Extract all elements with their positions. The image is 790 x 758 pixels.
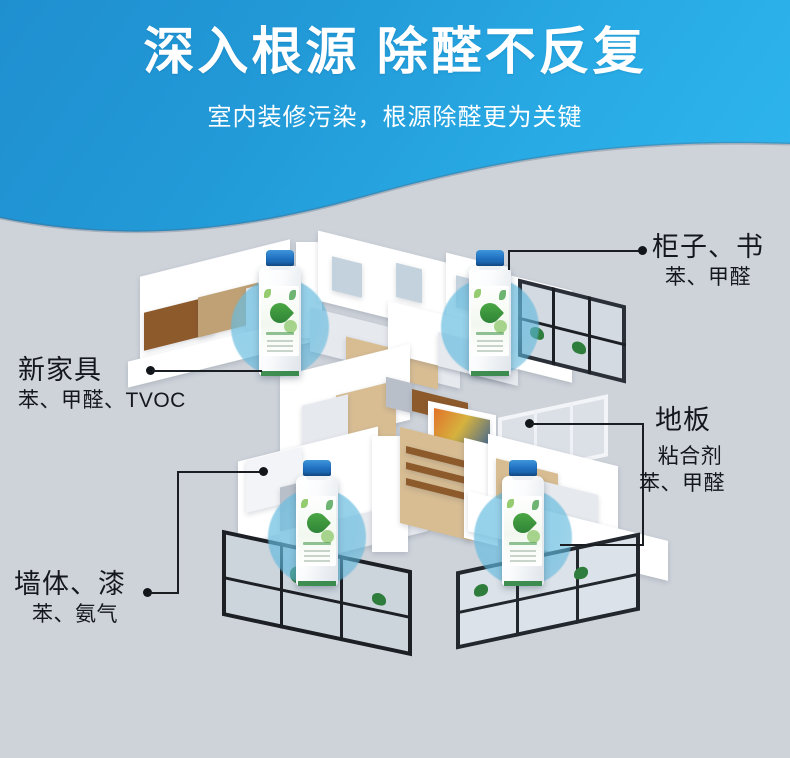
window-center-right: [396, 262, 422, 304]
callout-title: 柜子、书: [652, 232, 764, 262]
bottle-cap: [476, 250, 504, 266]
product-bottle-study[interactable]: [441, 250, 539, 378]
callout-title: 地板: [655, 405, 711, 435]
page-subtitle: 室内装修污染，根源除醛更为关键: [207, 104, 583, 131]
bottle-base-band: [471, 371, 509, 376]
callout-new-furniture: 新家具 苯、甲醛、TVOC: [18, 353, 186, 414]
bottle-base-band: [261, 371, 299, 376]
bottle-cap: [509, 460, 537, 476]
product-bottle-bedroom[interactable]: [231, 250, 329, 378]
window-center-left: [332, 256, 362, 298]
product-bottle-balcony[interactable]: [474, 460, 572, 588]
bottle-label: [261, 286, 299, 356]
callout-sub: 苯、甲醛、TVOC: [18, 389, 186, 412]
callout-sub: 苯、甲醛: [665, 266, 751, 289]
callout-cabinet-books: 柜子、书 苯、甲醛: [652, 230, 764, 291]
callout-title: 墙体、漆: [14, 569, 126, 599]
header-wave-divider: [0, 141, 790, 240]
callout-wall-paint: 墙体、漆 苯、氨气: [14, 567, 126, 628]
callout-title: 新家具: [18, 355, 102, 385]
house-model-3d: [128, 230, 670, 700]
callout-sub-chemicals: 苯、甲醛: [639, 472, 725, 495]
house-scene: 柜子、书 苯、甲醛 新家具 苯、甲醛、TVOC 地板 粘合剂 苯、甲醛 墙体、漆…: [0, 205, 790, 758]
page-title: 深入根源 除醛不反复: [143, 23, 647, 80]
callout-sub: 苯、氨气: [32, 603, 118, 626]
header-banner: 深入根源 除醛不反复 室内装修污染，根源除醛更为关键: [0, 0, 790, 240]
bottle-label: [504, 496, 542, 566]
bottle-cap: [303, 460, 331, 476]
chair-office: [386, 376, 412, 414]
product-bottle-living[interactable]: [268, 460, 366, 588]
bottle-base-band: [504, 581, 542, 586]
callout-sub-adhesive: 粘合剂: [657, 445, 723, 468]
bottle-label: [298, 496, 336, 566]
bottle-cap: [266, 250, 294, 266]
bottle-base-band: [298, 581, 336, 586]
callout-floor: 地板 粘合剂 苯、甲醛: [639, 403, 725, 497]
bottle-label: [471, 286, 509, 356]
